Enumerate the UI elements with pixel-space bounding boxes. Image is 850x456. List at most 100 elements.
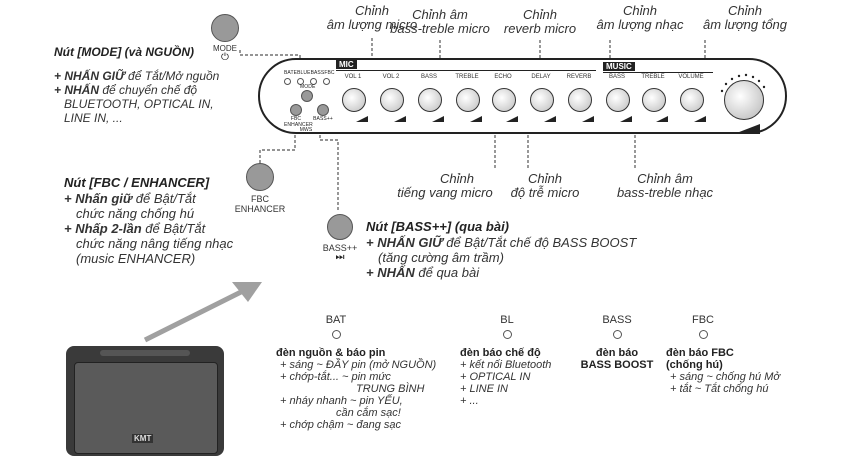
knob-mic-treble[interactable] [456, 88, 480, 112]
led-bl-line-1: + kết nối Bluetooth [460, 359, 552, 371]
led-bl-block: BL đèn báo chế độ + kết nối Bluetooth + … [460, 314, 580, 407]
mode-line-2: + NHẤN để chuyển chế độ [54, 83, 198, 97]
knob-delay[interactable] [530, 88, 554, 112]
wedge-5 [506, 116, 518, 122]
led-bass-title-2: BASS BOOST [580, 359, 654, 371]
knob-label-volume: VOLUME [678, 74, 704, 80]
master-volume-wedge [734, 124, 760, 134]
callout-mic-bass-treble: Chỉnh âm bass-treble micro [390, 7, 490, 36]
panel-mode-knob[interactable] [301, 90, 313, 102]
panel-bass-button[interactable]: BASS++ [312, 104, 334, 122]
panel-bass-knob[interactable] [317, 104, 329, 116]
fbc-button[interactable] [246, 163, 274, 191]
led-bat-line-4: + nháy nhanh ~ pin YẾU, [280, 395, 403, 407]
callout-echo: Chỉnh tiếng vang micro [397, 171, 493, 200]
led-bass-dot [612, 330, 622, 339]
led-bat-dot [332, 330, 341, 339]
knob-label-delay: DELAY [531, 74, 551, 80]
mic-group-line [336, 70, 596, 71]
led-bat-line-2: + chớp-tắt... ~ pin mức [280, 371, 391, 383]
led-bat-block: BAT đèn nguồn & báo pin + sáng ~ ĐẦY pin… [276, 314, 456, 431]
callout-mic-reverb: Chỉnh reverb micro [503, 7, 577, 36]
next-track-icon: ⏭ [335, 252, 345, 263]
mode-line-3: BLUETOOTH, OPTICAL IN, [64, 97, 214, 111]
speaker-arrow-head [232, 282, 262, 302]
power-icon: ⏻ [221, 52, 229, 63]
knob-vol2[interactable] [380, 88, 404, 112]
callout-mic-volume: Chỉnh âm lượng micro [326, 3, 418, 32]
bass-button-block: BASS++ ⏭ [322, 214, 358, 263]
wedge-4 [470, 116, 482, 122]
wedge-9 [656, 116, 668, 122]
knob-label-mic-bass: BASS [420, 74, 437, 80]
panel-fbc-knob[interactable] [290, 104, 302, 116]
knob-mic-bass[interactable] [418, 88, 442, 112]
fbc-line-1: + Nhấn giữ để Bật/Tắt [64, 191, 196, 206]
led-bl-title: đèn báo chế độ [460, 347, 541, 359]
panel-led-bl [297, 78, 304, 85]
speaker-brand: KMT [132, 434, 154, 443]
knob-music-bass[interactable] [606, 88, 630, 112]
fbc-caption-1: FBC [251, 194, 269, 204]
led-bass-label: BASS [602, 314, 632, 326]
led-bl-dot [503, 330, 512, 339]
panel-led-label-blue: BLUE [297, 70, 311, 76]
fbc-button-block: FBC ENHANCER [228, 163, 292, 214]
mic-badge: MIC [336, 60, 357, 69]
panel-mode-button[interactable]: MODE [300, 84, 315, 102]
callout-master-volume: Chỉnh âm lượng tổng [702, 3, 788, 32]
wedge-1 [356, 116, 368, 122]
wedge-2 [394, 116, 406, 122]
led-fbc-line-2: + tắt ~ Tắt chống hú [670, 383, 769, 395]
led-fbc-line-1: + sáng ~ chống hú Mở [670, 371, 780, 383]
led-fbc-dot [699, 330, 708, 339]
mode-button-block: MODE ⏻ [208, 14, 242, 63]
master-volume-knob[interactable] [724, 80, 764, 120]
bass-line-1: + NHẤN GIỮ để Bật/Tắt chế độ BASS BOOST [366, 235, 637, 250]
led-bl-line-2: + OPTICAL IN [460, 371, 531, 383]
knob-label-reverb: REVERB [566, 74, 592, 80]
knob-echo[interactable] [492, 88, 516, 112]
panel-led-label-fbc: FBC [324, 70, 335, 76]
led-bl-line-3: + LINE IN [460, 383, 508, 395]
mode-button[interactable] [211, 14, 239, 42]
speaker-handle [100, 350, 190, 356]
mode-description: Nút [MODE] (và NGUỒN) + NHẤN GIỮ để Tắt/… [54, 45, 254, 125]
fbc-caption-2: ENHANCER [234, 204, 286, 214]
panel-led-label-bass: BASS [310, 70, 325, 76]
led-fbc-label: FBC [692, 314, 714, 326]
led-bat-title: đèn nguồn & báo pin [276, 347, 386, 359]
mode-button-caption: MODE [213, 44, 237, 53]
knob-row: VOL 1 VOL 2 BASS TREBLE ECHO DELAY REVER… [340, 74, 720, 124]
panel-fbc-button[interactable]: FBC ENHANCER [284, 104, 313, 128]
music-group-line [603, 72, 713, 73]
bass-button[interactable] [327, 214, 353, 240]
knob-music-treble[interactable] [642, 88, 666, 112]
led-fbc-title-2: (chống hú) [666, 359, 723, 371]
knob-label-music-treble: TREBLE [641, 74, 665, 80]
fbc-line-4: chức năng nâng tiếng nhạc [76, 236, 234, 251]
led-fbc-title-1: đèn báo FBC [666, 347, 734, 359]
knob-vol1[interactable] [342, 88, 366, 112]
bass-line-3: + NHẤN để qua bài [366, 265, 480, 280]
wedge-6 [544, 116, 556, 122]
led-bat-label: BAT [325, 314, 347, 326]
wedge-3 [432, 116, 444, 122]
callout-music-volume: Chỉnh âm lượng nhạc [596, 3, 684, 32]
led-bl-label: BL [500, 314, 514, 326]
knob-reverb[interactable] [568, 88, 592, 112]
knob-label-vol2: VOL 2 [382, 74, 400, 80]
led-bass-title-1: đèn báo [595, 347, 639, 359]
bass-description: Nút [BASS++] (qua bài) + NHẤN GIỮ để Bật… [366, 219, 696, 280]
level-wedges [356, 116, 706, 122]
led-bat-line-1: + sáng ~ ĐẦY pin (mở NGUỒN) [280, 359, 437, 371]
master-volume-dots [720, 73, 766, 93]
led-fbc-block: FBC đèn báo FBC (chống hú) + sáng ~ chốn… [666, 314, 806, 395]
led-bat-line-5: cần cắm sạc! [336, 407, 401, 419]
fbc-line-2: chức năng chống hú [76, 206, 195, 221]
fbc-title: Nút [FBC / ENHANCER] [64, 175, 210, 190]
mode-title: Nút [MODE] (và NGUỒN) [54, 45, 194, 59]
music-badge: MUSIC [603, 62, 635, 71]
knob-volume[interactable] [680, 88, 704, 112]
knob-label-echo: ECHO [494, 74, 512, 80]
